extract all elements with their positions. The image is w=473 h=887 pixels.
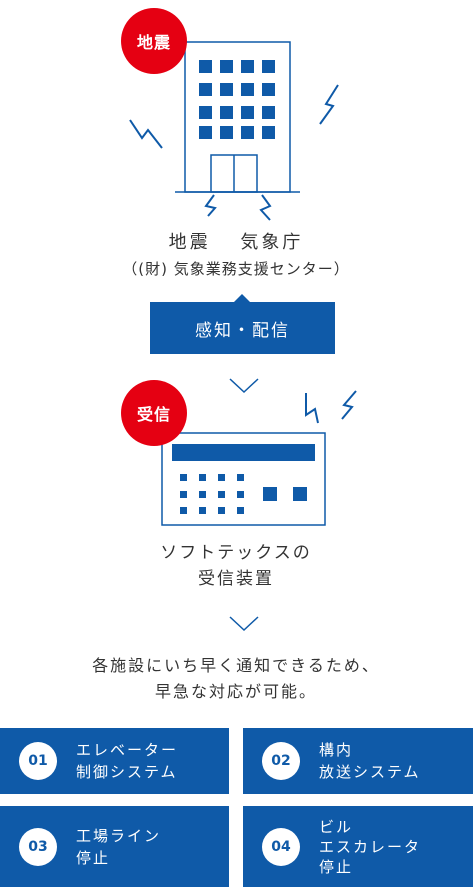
summary-line2: 早急な対応が可能。	[154, 682, 317, 701]
receive-badge: 受信	[121, 380, 187, 446]
sense-label: 感知・配信	[195, 320, 290, 341]
receiver-line2: 受信装置	[198, 569, 274, 589]
service-tile-escalator: 04 ビル エスカレータ 停止	[243, 806, 473, 887]
service-label: 工場ライン 停止	[76, 826, 162, 867]
service-number: 04	[262, 827, 300, 866]
receiver-device-icon	[161, 390, 357, 526]
service-tile-factory: 03 工場ライン 停止	[0, 806, 229, 887]
service-number: 02	[262, 742, 300, 780]
service-number: 03	[19, 827, 57, 866]
source-line2: （(財) 気象業務支援センター）	[122, 260, 350, 278]
sense-arrow-notch	[233, 294, 251, 303]
service-number: 01	[19, 742, 57, 780]
building-icon	[129, 41, 339, 221]
source-label: 地震 気象庁 （(財) 気象業務支援センター）	[86, 230, 386, 282]
chevron-down-icon	[229, 616, 259, 632]
receiver-label: ソフトテックスの 受信装置	[136, 540, 336, 592]
service-label: ビル エスカレータ 停止	[319, 817, 422, 876]
service-label: エレベーター 制御システム	[76, 741, 179, 781]
receiver-line1: ソフトテックスの	[160, 543, 312, 563]
summary-text: 各施設にいち早く通知できるため、 早急な対応が可能。	[56, 653, 416, 705]
summary-line1: 各施設にいち早く通知できるため、	[92, 656, 380, 675]
service-tile-broadcast: 02 構内 放送システム	[243, 728, 473, 794]
chevron-down-icon	[229, 378, 259, 394]
service-tile-elevator: 01 エレベーター 制御システム	[0, 728, 229, 794]
service-label: 構内 放送システム	[319, 741, 421, 781]
earthquake-badge: 地震	[121, 8, 187, 74]
source-line1: 地震 気象庁	[168, 232, 304, 253]
sense-box: 感知・配信	[150, 302, 335, 354]
